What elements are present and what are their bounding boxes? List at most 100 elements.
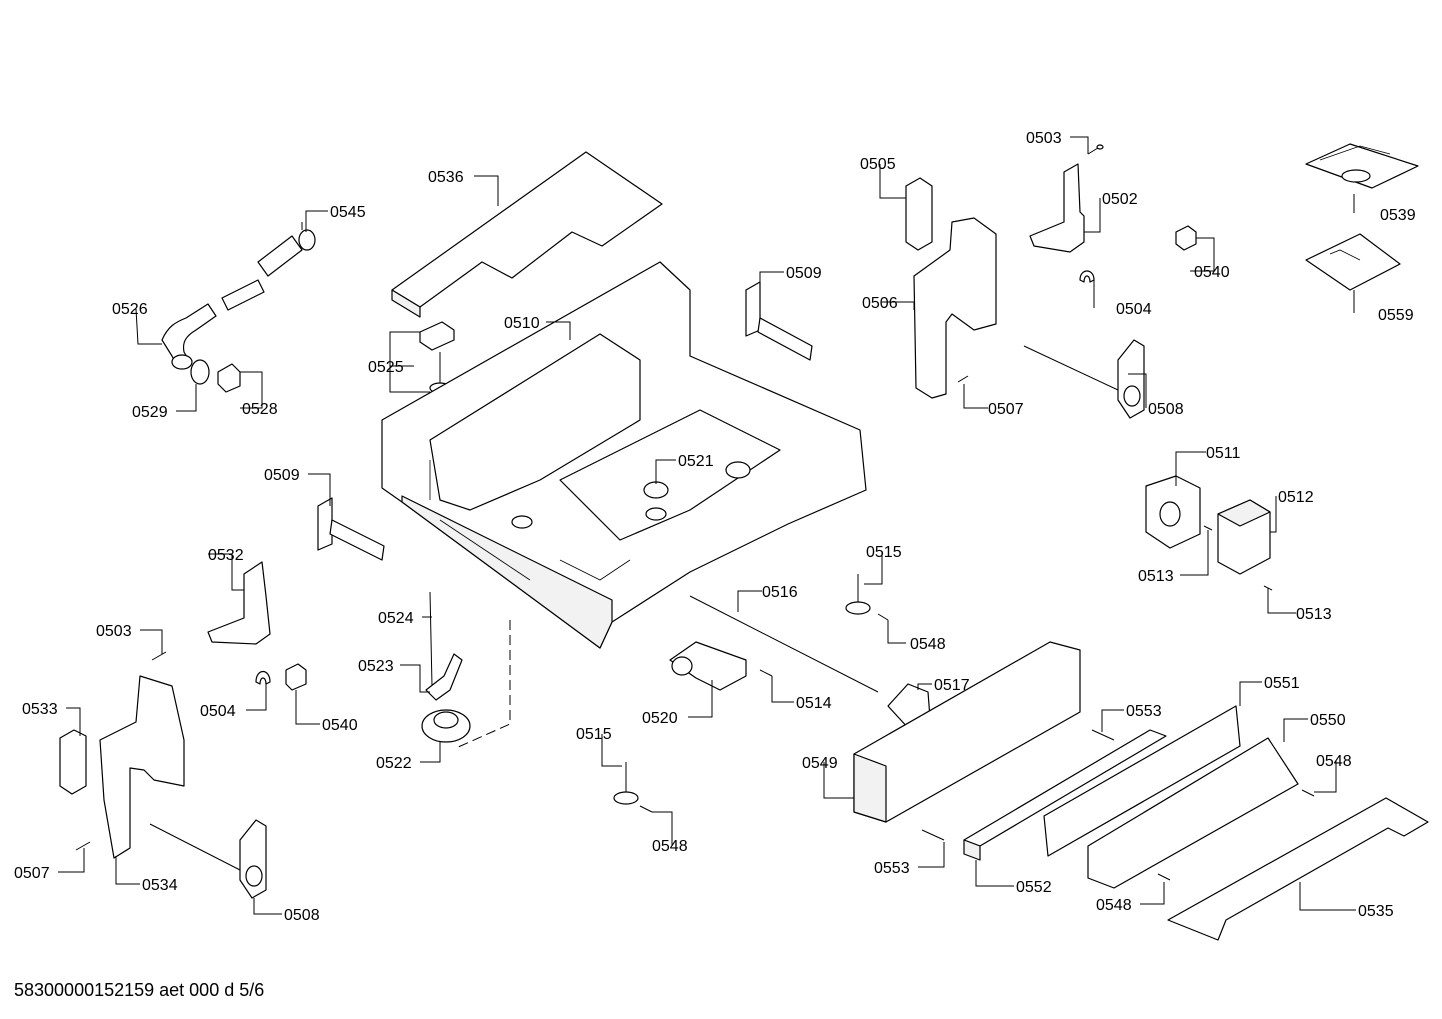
callout-0522: 0522 bbox=[376, 755, 412, 772]
part-0509-spring-upper bbox=[745, 281, 813, 361]
callout-0559: 0559 bbox=[1378, 307, 1414, 324]
part-0533-cover bbox=[59, 729, 87, 795]
callout-0509-upper: 0509 bbox=[786, 265, 822, 282]
callout-labels: 0536 0545 0526 0525 0510 0509 0529 0528 … bbox=[14, 130, 1416, 924]
part-0508-float-switch-lower bbox=[149, 819, 267, 899]
callout-0535: 0535 bbox=[1358, 903, 1394, 920]
leader-lines bbox=[58, 136, 1356, 915]
callout-0548-a: 0548 bbox=[910, 636, 946, 653]
callout-0534: 0534 bbox=[142, 877, 178, 894]
callout-0523: 0523 bbox=[358, 658, 394, 675]
part-0502-bracket bbox=[1029, 163, 1085, 253]
part-0535-base-plate bbox=[1167, 797, 1429, 941]
part-0514-screw bbox=[759, 669, 773, 677]
part-0552-strip bbox=[963, 729, 1167, 861]
callout-0526: 0526 bbox=[112, 301, 148, 318]
callout-0524: 0524 bbox=[378, 610, 414, 627]
part-0548-screw-d bbox=[1157, 873, 1171, 881]
callout-0532: 0532 bbox=[208, 547, 244, 564]
part-0512-cover bbox=[1217, 499, 1271, 575]
callout-0508-lower: 0508 bbox=[284, 907, 320, 924]
part-0522-pump-sump bbox=[421, 709, 471, 743]
callout-0553-lower: 0553 bbox=[874, 860, 910, 877]
callout-0512: 0512 bbox=[1278, 489, 1314, 506]
part-0507-screw-upper bbox=[957, 375, 969, 383]
part-0524-rod bbox=[429, 591, 433, 687]
callout-0525: 0525 bbox=[368, 359, 404, 376]
callout-0511: 0511 bbox=[1206, 445, 1241, 462]
part-0504-clip-upper bbox=[1079, 270, 1095, 283]
part-0506-side-bracket bbox=[913, 217, 997, 399]
callout-0548-c: 0548 bbox=[1316, 753, 1352, 770]
callout-0514: 0514 bbox=[796, 695, 832, 712]
callout-0549: 0549 bbox=[802, 755, 838, 772]
callout-0552: 0552 bbox=[1016, 879, 1052, 896]
callout-0507-upper: 0507 bbox=[988, 401, 1024, 418]
callout-0503-lower: 0503 bbox=[96, 623, 132, 640]
callout-0548-d: 0548 bbox=[1096, 897, 1132, 914]
part-0503-screw-upper bbox=[1087, 144, 1104, 155]
part-0550-plinth bbox=[1087, 737, 1299, 889]
callout-0504-upper: 0504 bbox=[1116, 301, 1152, 318]
callout-0508-upper: 0508 bbox=[1148, 401, 1184, 418]
callout-0515-upper: 0515 bbox=[866, 544, 902, 561]
document-id-footer: 58300000152159 aet 000 d 5/6 bbox=[14, 980, 265, 1000]
callout-0551: 0551 bbox=[1264, 675, 1300, 692]
part-0510-base-tub bbox=[381, 261, 867, 649]
part-0532-bracket bbox=[207, 561, 271, 645]
callout-0545: 0545 bbox=[330, 204, 366, 221]
callout-0503-upper: 0503 bbox=[1026, 130, 1062, 147]
callout-0528: 0528 bbox=[242, 401, 278, 418]
callout-0515-lower: 0515 bbox=[576, 726, 612, 743]
callout-0516: 0516 bbox=[762, 584, 798, 601]
callout-0540-upper: 0540 bbox=[1194, 264, 1230, 281]
callout-0520: 0520 bbox=[642, 710, 678, 727]
part-0551-kickplate bbox=[1043, 705, 1241, 857]
callout-0536: 0536 bbox=[428, 169, 464, 186]
part-0553-screw-b bbox=[921, 829, 945, 841]
part-0509-spring-lower bbox=[317, 497, 385, 561]
part-0511-cover bbox=[1145, 475, 1201, 549]
part-0505-bracket bbox=[905, 177, 933, 251]
callout-0540-lower: 0540 bbox=[322, 717, 358, 734]
callout-0553-upper: 0553 bbox=[1126, 703, 1162, 720]
part-0553-screw-a bbox=[1091, 729, 1115, 741]
callout-0504-lower: 0504 bbox=[200, 703, 236, 720]
part-0549-support bbox=[853, 641, 1081, 823]
callout-0513-left: 0513 bbox=[1138, 568, 1174, 585]
part-0540-clip-lower bbox=[285, 663, 307, 691]
callout-0505: 0505 bbox=[860, 156, 896, 173]
assembly-guide-line bbox=[455, 620, 511, 749]
part-0528-hose-bracket bbox=[217, 363, 241, 393]
part-0529-hose-clip bbox=[190, 359, 210, 385]
part-0526-drain-hose bbox=[161, 235, 303, 370]
part-0548-screw-b bbox=[639, 805, 653, 813]
part-0545-hose-clamp bbox=[298, 222, 316, 251]
part-0540-clip-upper bbox=[1175, 225, 1197, 251]
part-0515-foot-upper bbox=[845, 574, 871, 615]
callout-0533: 0533 bbox=[22, 701, 58, 718]
part-0508-float-switch-upper bbox=[1023, 339, 1145, 419]
part-0548-screw-a bbox=[877, 613, 889, 621]
callout-0539: 0539 bbox=[1380, 207, 1416, 224]
part-0534-side-bracket bbox=[99, 675, 185, 859]
part-0539-screw-pack bbox=[1305, 143, 1419, 189]
callout-0521: 0521 bbox=[678, 453, 714, 470]
part-0515-foot-lower bbox=[613, 762, 639, 805]
part-0507-screw-lower bbox=[75, 841, 91, 851]
part-0503-screw-lower bbox=[151, 651, 167, 661]
callout-0513-right: 0513 bbox=[1296, 606, 1332, 623]
callout-0506: 0506 bbox=[862, 295, 898, 312]
callout-0502: 0502 bbox=[1102, 191, 1138, 208]
callout-0509-lower: 0509 bbox=[264, 467, 300, 484]
callout-0550: 0550 bbox=[1310, 712, 1346, 729]
part-0520-inlet-valve bbox=[669, 641, 747, 691]
callout-0510: 0510 bbox=[504, 315, 540, 332]
callout-0548-b: 0548 bbox=[652, 838, 688, 855]
part-0504-clip-lower bbox=[255, 670, 271, 685]
part-0559-screw-pack bbox=[1305, 233, 1401, 291]
callout-0517: 0517 bbox=[934, 677, 970, 694]
part-0536-insulation-mat bbox=[391, 151, 663, 318]
